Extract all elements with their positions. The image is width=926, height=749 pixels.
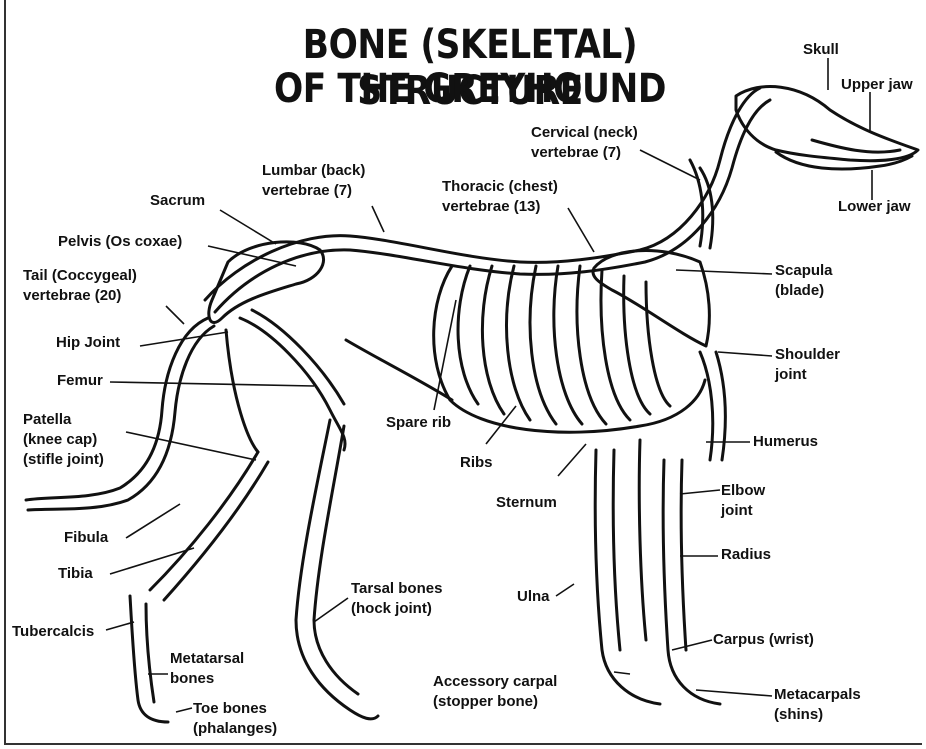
label-metatarsal-line-2: bones	[170, 670, 214, 688]
label-metacarpals-line-1: Metacarpals	[774, 686, 861, 704]
ulna	[595, 450, 660, 704]
label-thoracic-line-2: vertebrae (13)	[442, 198, 540, 216]
label-shoulder-line-2: joint	[775, 366, 807, 384]
label-radius: Radius	[721, 546, 771, 564]
label-elbow-line-1: Elbow	[721, 482, 765, 500]
label-sacrum: Sacrum	[150, 192, 205, 210]
label-hip-joint: Hip Joint	[56, 334, 120, 352]
label-patella-line-3: (stifle joint)	[23, 451, 104, 469]
rib-cage-outline	[434, 266, 705, 432]
label-elbow-line-2: joint	[721, 502, 753, 520]
label-sternum: Sternum	[496, 494, 557, 512]
label-shoulder-line-1: Shoulder	[775, 346, 840, 364]
label-scapula-line-1: Scapula	[775, 262, 833, 280]
skull	[736, 87, 918, 161]
label-spare-rib: Spare rib	[386, 414, 451, 432]
tibia	[150, 452, 258, 590]
label-metatarsal-line-1: Metatarsal	[170, 650, 244, 668]
label-ulna: Ulna	[517, 588, 550, 606]
label-patella-line-2: (knee cap)	[23, 431, 97, 449]
label-lumbar-line-2: vertebrae (7)	[262, 182, 352, 200]
label-tail-line-1: Tail (Coccygeal)	[23, 267, 137, 285]
label-ribs: Ribs	[460, 454, 493, 472]
label-tibia: Tibia	[58, 565, 93, 583]
radius	[663, 460, 720, 704]
scapula	[593, 251, 709, 346]
label-tarsal-line-1: Tarsal bones	[351, 580, 442, 598]
label-fibula: Fibula	[64, 529, 108, 547]
label-toe-bones-line-1: Toe bones	[193, 700, 267, 718]
label-cervical-line-2: vertebrae (7)	[531, 144, 621, 162]
label-metacarpals-line-2: (shins)	[774, 706, 823, 724]
label-patella-line-1: Patella	[23, 411, 71, 429]
label-scapula-line-2: (blade)	[775, 282, 824, 300]
humerus	[700, 352, 713, 460]
label-pelvis: Pelvis (Os coxae)	[58, 233, 182, 251]
label-skull: Skull	[803, 41, 839, 59]
label-cervical-line-1: Cervical (neck)	[531, 124, 638, 142]
label-thoracic-line-1: Thoracic (chest)	[442, 178, 558, 196]
label-femur: Femur	[57, 372, 103, 390]
label-tail-line-2: vertebrae (20)	[23, 287, 121, 305]
label-accessory-carpal-line-1: Accessory carpal	[433, 673, 557, 691]
label-carpus: Carpus (wrist)	[713, 631, 814, 649]
label-tarsal-line-2: (hock joint)	[351, 600, 432, 618]
label-lumbar-line-1: Lumbar (back)	[262, 162, 365, 180]
label-accessory-carpal-line-2: (stopper bone)	[433, 693, 538, 711]
label-toe-bones-line-2: (phalanges)	[193, 720, 277, 738]
label-tubercalcis: Tubercalcis	[12, 623, 94, 641]
label-lower-jaw: Lower jaw	[838, 198, 911, 216]
label-upper-jaw: Upper jaw	[841, 76, 913, 94]
label-humerus: Humerus	[753, 433, 818, 451]
